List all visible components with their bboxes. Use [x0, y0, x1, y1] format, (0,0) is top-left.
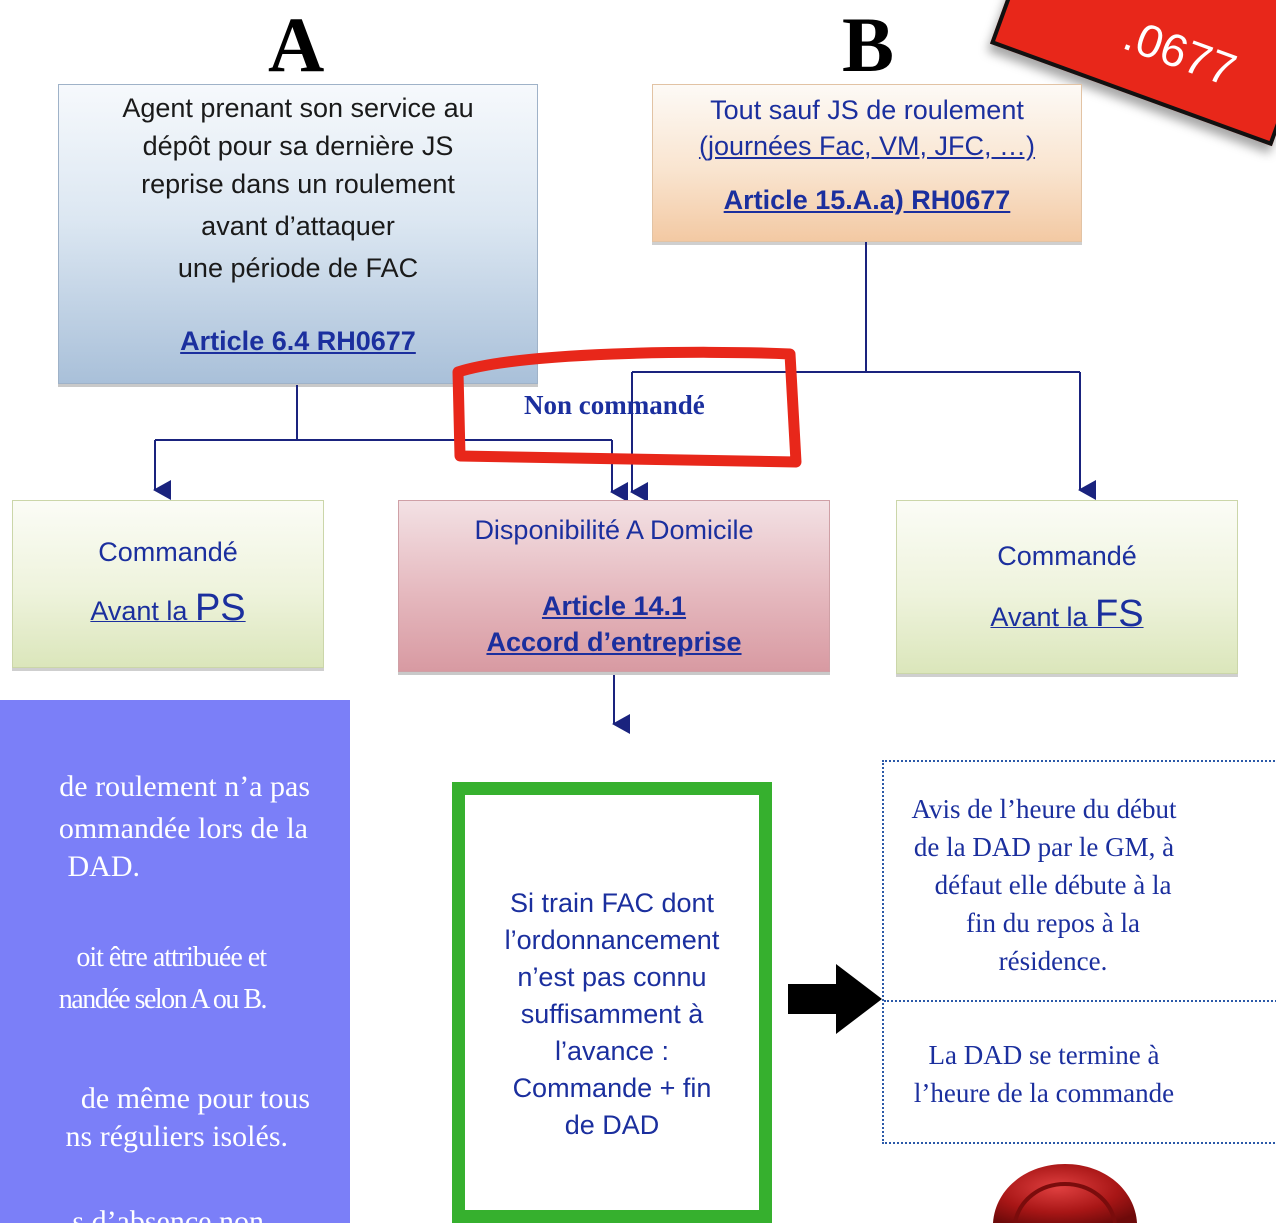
green-highlight-box: Si train FAC dont l’ordonnancement n’est… [452, 782, 772, 1223]
right-note-bottom-line: l’heure de la commande [913, 1078, 1175, 1108]
right-arrow-icon [788, 964, 882, 1034]
box-b-article-link[interactable]: Article 15.A.a) RH0677 [723, 185, 1011, 215]
non-commande-label: Non commandé [524, 390, 705, 420]
box-a-line: reprise dans un roulement [141, 169, 455, 199]
box-fs-line1: Commandé [997, 541, 1137, 571]
right-note-bottom-line: La DAD se termine à [928, 1040, 1160, 1070]
panel-text: nandée selon A ou B. [58, 984, 268, 1015]
box-fs-link[interactable]: Avant la FS [897, 593, 1237, 636]
box-commande-ps: Commandé Avant la PS [12, 500, 324, 668]
green-box-line: Commande + fin [512, 1073, 712, 1103]
panel-text: de roulement n’a pas [59, 770, 310, 803]
box-dad-title: Disponibilité A Domicile [474, 515, 754, 545]
green-box-line: n’est pas connu [517, 962, 707, 992]
box-commande-fs: Commandé Avant la FS [896, 500, 1238, 674]
left-info-panel: de roulement n’a pas ommandée lors de la… [0, 700, 350, 1223]
connector-lines [153, 242, 1096, 734]
box-b: Tout sauf JS de roulement (journées Fac,… [652, 84, 1082, 242]
box-b-line2[interactable]: (journées Fac, VM, JFC, …) [698, 131, 1036, 161]
panel-text: s d’absence non [72, 1205, 264, 1223]
box-ps-prefix: Avant la [90, 596, 195, 626]
green-box-line: Si train FAC dont [509, 888, 715, 918]
box-ps-link[interactable]: Avant la PS [13, 587, 323, 630]
box-ps-abbr: PS [194, 587, 246, 629]
panel-text: de même pour tous [80, 1082, 310, 1115]
wax-seal-icon [993, 1164, 1137, 1223]
green-box-line: l’avance : [554, 1036, 670, 1066]
panel-text: ommandée lors de la [58, 812, 308, 845]
right-note-divider [884, 1000, 1276, 1002]
panel-text: oit être attribuée et [76, 942, 267, 973]
box-dad-article-line2[interactable]: Accord d’entreprise [486, 627, 742, 657]
box-fs-abbr: FS [1095, 593, 1144, 635]
right-note-top-line: Avis de l’heure du début [911, 794, 1177, 824]
label-b: B [842, 1, 895, 88]
box-a-line: dépôt pour sa dernière JS [142, 131, 454, 161]
box-dad-article-line1[interactable]: Article 14.1 [541, 591, 687, 621]
box-a-line: avant d’attaquer [201, 211, 395, 241]
right-note-top-line: résidence. [998, 946, 1108, 976]
right-note-box: Avis de l’heure du début de la DAD par l… [882, 760, 1276, 1144]
box-b-line1: Tout sauf JS de roulement [710, 95, 1024, 125]
panel-text: ns réguliers isolés. [65, 1120, 288, 1153]
red-highlight [452, 346, 802, 468]
box-a: Agent prenant son service au dépôt pour … [58, 84, 538, 384]
box-ps-line1: Commandé [98, 537, 238, 567]
box-a-line: une période de FAC [177, 253, 419, 283]
green-box-line: de DAD [564, 1110, 660, 1140]
right-note-top-line: de la DAD par le GM, à [913, 832, 1175, 862]
green-box-line: l’ordonnancement [504, 925, 720, 955]
panel-text: DAD. [67, 850, 141, 883]
right-note-top-line: fin du repos à la [966, 908, 1140, 938]
box-dad: Disponibilité A Domicile Article 14.1 Ac… [398, 500, 830, 672]
box-fs-prefix: Avant la [990, 602, 1095, 632]
right-note-top-line: défaut elle débute à la [934, 870, 1172, 900]
box-a-article-link[interactable]: Article 6.4 RH0677 [180, 326, 416, 356]
label-a: A [268, 1, 325, 88]
box-a-line: Agent prenant son service au [122, 93, 474, 123]
green-box-line: suffisamment à [520, 999, 704, 1029]
